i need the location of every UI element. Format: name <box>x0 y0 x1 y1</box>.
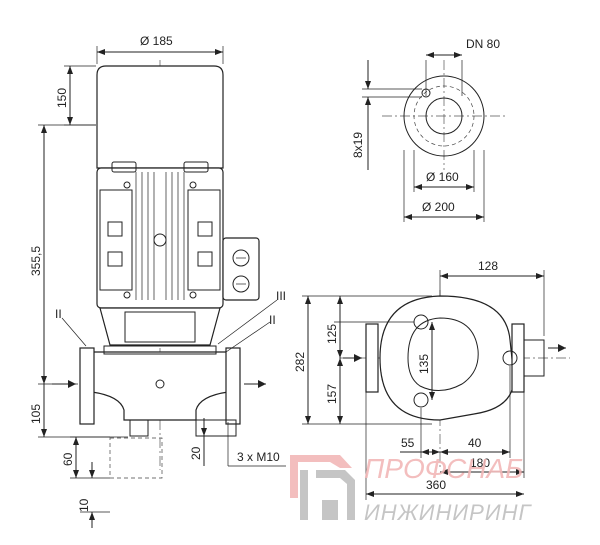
dim-width-185: Ø 185 <box>140 34 173 48</box>
dim-135: 135 <box>417 354 431 374</box>
dim-157: 157 <box>325 384 339 404</box>
company-logo: ПРОФ СНАБ ИНЖИНИРИНГ <box>290 453 532 525</box>
dim-d160: Ø 160 <box>426 170 459 184</box>
terminal-box <box>222 237 260 301</box>
pump-housing <box>91 351 229 421</box>
logo-text-snab: СНАБ <box>446 453 523 484</box>
flange-right <box>225 347 241 425</box>
dim-holes: 8x19 <box>351 132 365 158</box>
motor-top-cap <box>96 65 224 169</box>
dim-55: 55 <box>401 436 415 450</box>
label-ii-right: II <box>269 313 276 327</box>
dim-360: 360 <box>426 478 446 492</box>
dim-foot-60: 60 <box>61 452 75 466</box>
label-ii-left: II <box>55 307 62 321</box>
logo-mark <box>290 455 352 498</box>
label-iii: III <box>276 289 286 303</box>
dim-125: 125 <box>325 324 339 344</box>
dim-motor-top-150: 150 <box>55 88 69 108</box>
dim-total-height: 355,5 <box>29 246 43 276</box>
dim-128: 128 <box>478 259 498 273</box>
dim-bolts: 3 x M10 <box>237 450 280 464</box>
dim-dn: DN 80 <box>466 37 500 51</box>
dim-d200: Ø 200 <box>422 200 455 214</box>
dim-base-height: 105 <box>29 404 43 424</box>
dim-20: 20 <box>189 446 203 460</box>
dim-foot-10: 10 <box>77 498 91 512</box>
flange-view <box>362 52 506 222</box>
dim-40: 40 <box>468 436 482 450</box>
dim-282: 282 <box>293 352 307 372</box>
dim-180: 180 <box>470 456 490 470</box>
side-view <box>38 46 286 528</box>
logo-text-prof: ПРОФ <box>364 453 447 484</box>
logo-text-engineering: ИНЖИНИРИНГ <box>364 500 532 525</box>
flange-left <box>79 347 95 425</box>
motor-body <box>96 167 224 309</box>
top-view <box>302 270 570 500</box>
